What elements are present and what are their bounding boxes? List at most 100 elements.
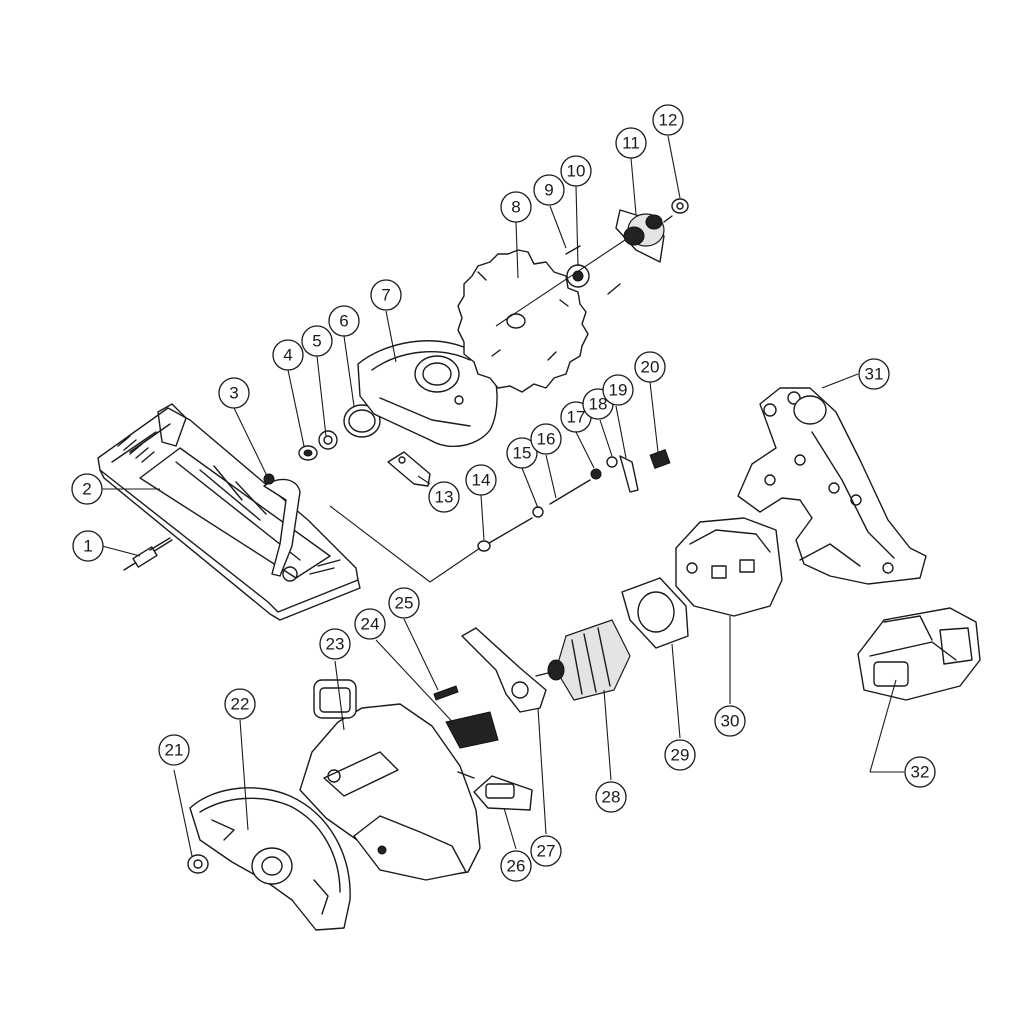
callout-number: 17 <box>567 408 586 427</box>
callout-15: 15 <box>506 437 538 469</box>
callout-number: 11 <box>622 134 640 153</box>
callout-circle <box>158 734 190 766</box>
callout-circle <box>664 739 696 771</box>
callout-circle <box>428 481 460 513</box>
washer-drawing <box>318 430 338 450</box>
callout-circle <box>904 756 936 788</box>
callout-circle <box>272 339 304 371</box>
callout-number: 3 <box>229 384 238 403</box>
callout-circle <box>370 279 402 311</box>
spindle-nut-drawing <box>671 198 689 214</box>
callout-23: 23 <box>319 628 351 660</box>
clip-drawing <box>433 685 459 701</box>
brush-holder-drawing <box>461 627 547 713</box>
callout-number: 9 <box>544 181 553 200</box>
lever-drawing <box>387 451 431 487</box>
callout-number: 23 <box>326 635 345 654</box>
callout-28: 28 <box>595 781 627 813</box>
shaft-drawing <box>477 517 533 552</box>
shaft-washer-drawing <box>532 506 544 518</box>
callout-number: 6 <box>339 312 348 331</box>
nut-drawing <box>263 473 275 485</box>
callout-circle <box>328 305 360 337</box>
lower-guard-drawing <box>189 787 351 931</box>
callout-circle <box>500 191 532 223</box>
callout-31: 31 <box>858 358 890 390</box>
switch-pad-drawing <box>649 449 671 469</box>
callout-number: 30 <box>721 712 740 731</box>
callout-6: 6 <box>328 305 360 337</box>
callout-circle <box>319 628 351 660</box>
spindle-gear-drawing <box>615 209 673 263</box>
callout-19: 19 <box>602 374 634 406</box>
callout-circle <box>533 174 565 206</box>
callout-29: 29 <box>664 739 696 771</box>
callout-number: 14 <box>472 471 491 490</box>
callout-circle <box>652 104 684 136</box>
callout-30: 30 <box>714 705 746 737</box>
callout-circle <box>634 351 666 383</box>
callout-circle <box>560 155 592 187</box>
callout-circle <box>224 688 256 720</box>
callout-circle <box>602 374 634 406</box>
callout-circle <box>388 587 420 619</box>
callout-circle <box>530 835 562 867</box>
callout-32: 32 <box>904 756 936 788</box>
callout-number: 7 <box>381 286 390 305</box>
callout-circle <box>530 423 562 455</box>
guard-cover-drawing <box>357 340 498 447</box>
bolt-drawing <box>123 537 173 571</box>
callout-3: 3 <box>218 377 250 409</box>
callout-21: 21 <box>158 734 190 766</box>
callout-circle <box>301 325 333 357</box>
callout-7: 7 <box>370 279 402 311</box>
callout-number: 16 <box>537 430 556 449</box>
callout-20: 20 <box>634 351 666 383</box>
callout-number: 31 <box>865 365 884 384</box>
guard-nut-drawing <box>187 854 209 874</box>
callout-number: 12 <box>659 111 678 130</box>
callout-circle <box>858 358 890 390</box>
callout-number: 24 <box>361 615 380 634</box>
callout-number: 28 <box>602 788 621 807</box>
callout-24: 24 <box>354 608 386 640</box>
callout-number: 10 <box>567 162 586 181</box>
control-module-drawing <box>457 771 533 811</box>
callout-circle <box>72 530 104 562</box>
screw-drawing-small <box>607 283 621 295</box>
callout-circle <box>615 127 647 159</box>
motor-housing-drawing <box>675 517 783 617</box>
washer-nut-drawing <box>298 445 318 461</box>
callout-number: 26 <box>507 857 526 876</box>
callout-10: 10 <box>560 155 592 187</box>
saw-blade-drawing <box>457 249 589 393</box>
callout-13: 13 <box>428 481 460 513</box>
callout-number: 22 <box>231 695 250 714</box>
pin-drawing <box>549 479 591 505</box>
callout-2: 2 <box>71 473 103 505</box>
base-plate-drawing <box>97 403 361 621</box>
callout-5: 5 <box>301 325 333 357</box>
callout-number: 29 <box>671 746 690 765</box>
callout-27: 27 <box>530 835 562 867</box>
callout-22: 22 <box>224 688 256 720</box>
callout-1: 1 <box>72 530 104 562</box>
callout-4: 4 <box>272 339 304 371</box>
handle-half-drawing <box>737 387 927 585</box>
ring-drawing <box>343 404 381 438</box>
callout-number: 13 <box>435 488 454 507</box>
callout-circle <box>465 464 497 496</box>
callout-9: 9 <box>533 174 565 206</box>
callout-number: 27 <box>537 842 556 861</box>
callout-circle <box>506 437 538 469</box>
battery-drawing <box>857 607 981 701</box>
callout-number: 20 <box>641 358 660 377</box>
callout-14: 14 <box>465 464 497 496</box>
callout-number: 8 <box>511 198 520 217</box>
callout-number: 21 <box>165 741 184 760</box>
callout-circle <box>500 850 532 882</box>
callout-number: 18 <box>589 395 608 414</box>
switch-board-drawing <box>445 711 499 749</box>
callout-8: 8 <box>500 191 532 223</box>
